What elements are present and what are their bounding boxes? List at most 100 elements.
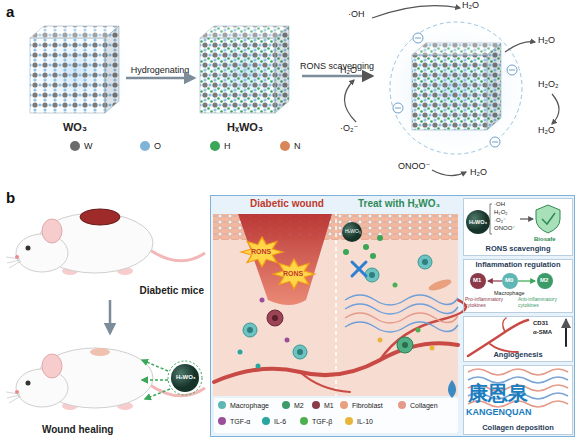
hxwo3-lattice [200, 26, 289, 38]
annotation-label: Macrophage [494, 290, 525, 296]
legend-swatch [340, 401, 348, 409]
cytokine [378, 338, 383, 343]
cytokine [416, 328, 421, 333]
scavenging-lattice [395, 108, 401, 109]
annotation-label: M2 [540, 277, 548, 284]
legend-background [214, 398, 458, 433]
legend-swatch [300, 417, 308, 425]
legend-text: M2 [294, 402, 304, 409]
reaction-arrow [552, 94, 559, 124]
nanomaterial-spray [142, 379, 168, 381]
cytokine [430, 346, 435, 351]
legend-item: O [140, 141, 161, 151]
cell [272, 315, 278, 321]
legend-item: N [280, 141, 301, 151]
scavenging-lattice [507, 65, 517, 75]
blocked-mark [352, 262, 366, 276]
legend-swatch [70, 141, 80, 151]
scavenging-lattice [412, 43, 501, 55]
legend-text: W [84, 141, 93, 151]
wo3-lattice [30, 26, 119, 38]
reaction-arrow [372, 6, 460, 18]
rons-burst [241, 237, 315, 289]
legend-item: M2 [282, 401, 304, 409]
scavenging-icon [542, 213, 555, 224]
panel-background [210, 195, 575, 437]
annotation-label: ·OH [348, 10, 365, 20]
lattice-node: HₓWO₃ [196, 20, 294, 136]
legend-item: M1 [312, 401, 334, 409]
annotation-label: HₓWO₃ [176, 374, 196, 381]
scavenging-icon [536, 205, 560, 233]
annotation-label: H₂O₂ [538, 80, 559, 90]
cytokine [285, 338, 290, 343]
legend-item: IL-6 [262, 417, 286, 425]
skin-tissue [213, 212, 458, 396]
nanoparticle [342, 222, 383, 259]
annotation-label: Pro-inflammatory cytokines [465, 297, 513, 308]
cytokine [238, 350, 243, 355]
annotation-label: a [6, 4, 14, 21]
node-text: Inflammation regulation [475, 261, 560, 270]
healed-mouse [90, 348, 110, 356]
nanomaterial-spray [142, 360, 202, 399]
scavenging-lattice [509, 70, 515, 71]
hxwo3-lattice [275, 26, 289, 113]
node-text: Diabetic wound [250, 198, 324, 210]
annotation-label: α-SMA [533, 329, 552, 336]
legend-text: IL-10 [357, 418, 373, 425]
annotation-label: H₂O [340, 66, 357, 76]
legend-item: Macrophage [218, 401, 269, 409]
macrophage-polarization [470, 273, 553, 289]
legend-swatch [140, 141, 150, 151]
cell [293, 345, 307, 359]
wo3-lattice [30, 26, 119, 113]
collagen-fiber [345, 295, 458, 332]
annotation-label: KANGENQUAN [466, 408, 532, 418]
process-arrow [302, 76, 372, 77]
blood-vessel [300, 372, 350, 392]
node-text: RONS scavenging [485, 245, 550, 254]
cell [297, 349, 303, 355]
hxwo3-lattice [200, 26, 289, 38]
panel-background [463, 365, 573, 435]
legend-swatch [398, 401, 406, 409]
node-text: Angiogenesis [493, 351, 542, 360]
hxwo3-lattice [200, 26, 289, 113]
legend-text: M1 [324, 402, 334, 409]
diabetic-mouse [6, 209, 205, 275]
panel-background [463, 259, 573, 313]
effect-box: Angiogenesis [463, 316, 573, 362]
scavenging-icon [466, 210, 490, 234]
process-arrow [126, 77, 194, 80]
blood-vessel [214, 300, 466, 392]
angiogenesis-icon [503, 318, 506, 332]
diabetic-mouse [80, 209, 120, 225]
panel-a-glow [10, 13, 540, 163]
legend-swatch [312, 401, 320, 409]
mouse-node: Diabetic mice [12, 200, 208, 298]
cell [243, 255, 453, 359]
annotation-label: RONS [283, 270, 303, 278]
cell [369, 272, 375, 278]
nanomaterial-spray [171, 364, 199, 392]
skin-tissue [238, 214, 332, 305]
wo3-lattice [105, 26, 119, 113]
watermark-logo [448, 380, 456, 398]
scavenging-lattice [412, 43, 501, 55]
annotation-label: ·OH [494, 201, 505, 208]
node-text: WO₃ [63, 121, 87, 134]
macrophage-polarization [502, 273, 518, 289]
annotation-label: b [6, 190, 15, 207]
cell [402, 342, 408, 348]
blocked-mark [352, 262, 366, 276]
hxwo3-lattice [275, 26, 289, 113]
legend-text: TGF-α [230, 418, 250, 425]
scavenging-lattice [390, 22, 522, 154]
annotation-label: RONS scavenging [300, 62, 374, 72]
legend-item: TGF-β [300, 417, 332, 425]
panel-background [463, 316, 573, 362]
macrophage-polarization [488, 280, 502, 281]
collagen-icon [468, 369, 568, 407]
